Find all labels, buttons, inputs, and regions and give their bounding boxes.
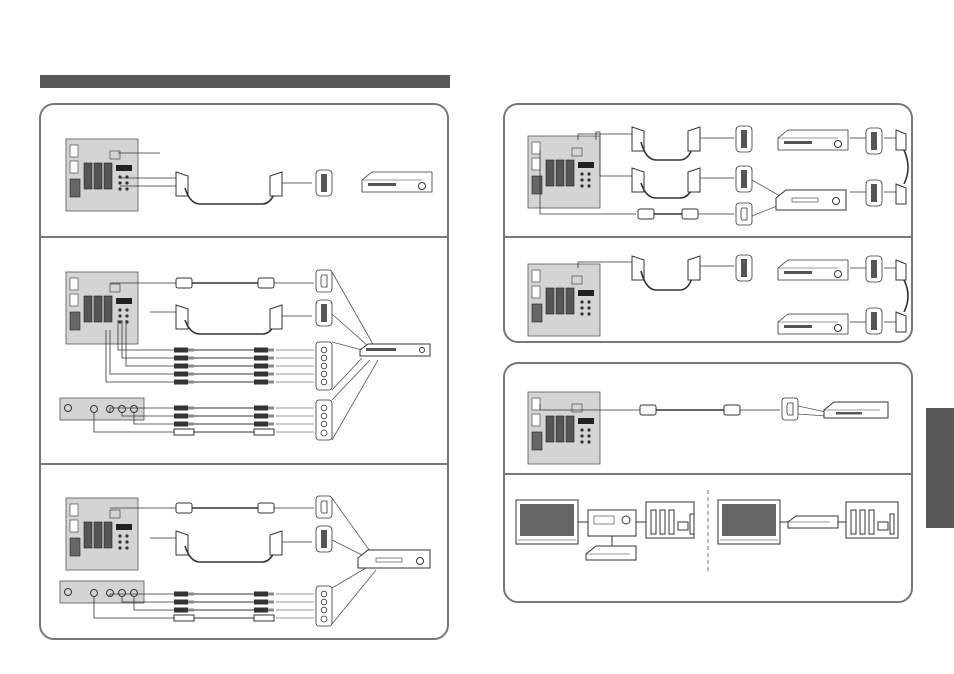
vcr-icon	[362, 172, 432, 192]
device-scart-jack	[316, 170, 332, 196]
section-heading-bar	[40, 75, 450, 88]
hdmi-plug-icon	[682, 209, 698, 219]
device-component-jacks	[316, 342, 332, 390]
set-top-box-icon	[776, 190, 846, 210]
dvd-home-theater-icon	[788, 516, 838, 528]
tv-side-av-terminals	[60, 398, 144, 420]
speaker-icon	[646, 502, 694, 538]
tv-icon	[516, 500, 578, 544]
hdmi-plug-icon	[640, 405, 656, 415]
tv-icon	[718, 500, 780, 544]
vcr-icon	[778, 314, 848, 334]
scart-plug-icon	[270, 531, 282, 555]
chapter-side-tab	[926, 408, 954, 528]
speaker-icon	[846, 502, 898, 538]
dvd-player-icon	[360, 344, 430, 356]
scart-plug-icon	[688, 256, 700, 280]
tv-rear-terminals	[66, 498, 138, 570]
scart-plug-icon	[688, 127, 700, 151]
device-scart-jack	[866, 308, 882, 334]
device-hdmi-jack	[316, 270, 332, 292]
svideo-plug-icon	[254, 429, 274, 435]
device-hdmi-jack	[736, 203, 752, 225]
rca-plug-icon	[254, 406, 274, 427]
dvd-home-theater-icon	[824, 402, 888, 418]
scart-plug-icon	[176, 305, 188, 329]
device-scart-jack	[736, 255, 752, 281]
device-scart-jack	[316, 526, 332, 552]
device-hdmi-jack	[316, 496, 332, 518]
hdmi-plug-icon	[258, 278, 274, 288]
rca-plug-icon	[174, 406, 194, 427]
vcr-icon	[778, 130, 848, 150]
tv-rear-terminals	[528, 136, 600, 208]
scart-plug-icon	[688, 168, 700, 192]
device-scart-jack	[866, 180, 882, 206]
scart-plug-icon	[270, 305, 282, 329]
scart-plug-icon	[270, 172, 282, 196]
hdmi-plug-icon	[638, 209, 654, 219]
svideo-plug-icon	[174, 429, 194, 435]
device-scart-jack	[866, 256, 882, 282]
device-av-jacks	[316, 586, 332, 626]
tv-rear-terminals	[528, 392, 600, 464]
tv-rear-terminals	[528, 264, 600, 336]
set-top-box-icon	[358, 550, 430, 568]
tv-side-av-terminals	[60, 581, 144, 603]
scart-plug-icon	[896, 184, 906, 204]
dvd-recorder-icon	[778, 260, 848, 280]
svideo-plug-icon	[254, 615, 274, 621]
device-scart-jack	[736, 126, 752, 152]
device-scart-jack	[316, 300, 332, 326]
amplifier-icon	[588, 510, 636, 536]
scart-plug-icon	[896, 260, 906, 280]
device-scart-jack	[866, 128, 882, 154]
tv-rear-terminals	[66, 139, 138, 211]
device-scart-jack	[736, 166, 752, 192]
rca-plug-icon	[174, 592, 194, 613]
device-hdmi-jack	[782, 398, 798, 420]
rca-plug-icon	[254, 592, 274, 613]
scart-plug-icon	[632, 168, 644, 192]
scart-plug-icon	[896, 130, 906, 150]
dvd-player-icon	[586, 546, 636, 560]
hdmi-plug-icon	[176, 503, 192, 513]
hdmi-plug-icon	[258, 503, 274, 513]
hdmi-plug-icon	[724, 405, 740, 415]
scart-plug-icon	[896, 312, 906, 332]
svideo-plug-icon	[174, 615, 194, 621]
device-av-jacks	[316, 400, 332, 440]
hdmi-plug-icon	[176, 278, 192, 288]
